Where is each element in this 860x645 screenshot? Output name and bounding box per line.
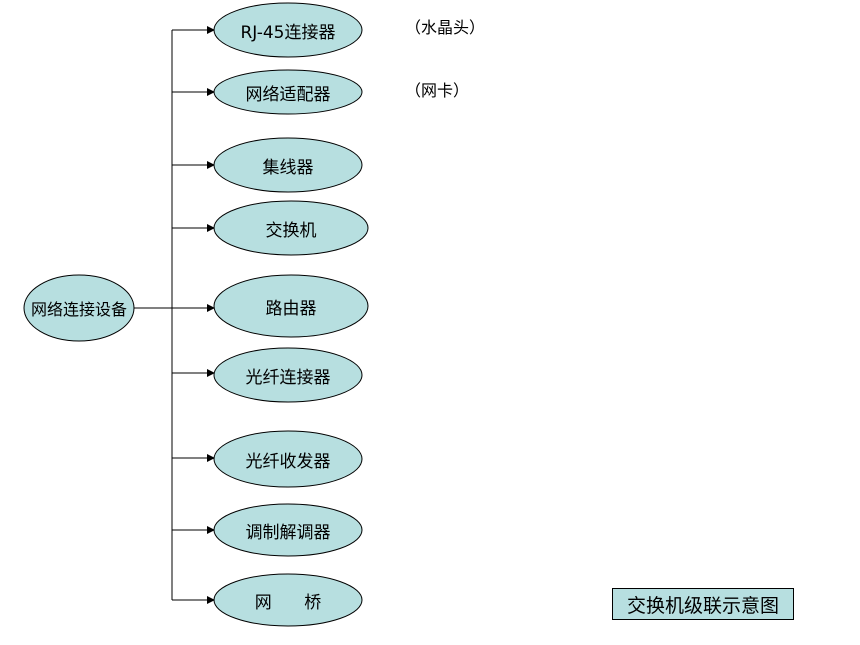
node-rj45[interactable]: [213, 2, 363, 58]
node-modem[interactable]: [213, 503, 363, 557]
caption-box: 交换机级联示意图: [612, 588, 794, 620]
node-network-adapter[interactable]: [213, 69, 363, 115]
node-fiber-transceiver[interactable]: [213, 430, 363, 488]
note-rj45: （水晶头）: [405, 18, 486, 37]
node-hub[interactable]: [213, 137, 363, 193]
node-bridge[interactable]: [213, 573, 363, 627]
node-switch[interactable]: [213, 200, 369, 256]
note-network-adapter: （网卡）: [405, 81, 470, 100]
node-fiber-connector[interactable]: [213, 347, 363, 403]
caption-text: 交换机级联示意图: [626, 594, 779, 617]
root-node[interactable]: [23, 274, 135, 342]
node-router[interactable]: [213, 274, 369, 338]
